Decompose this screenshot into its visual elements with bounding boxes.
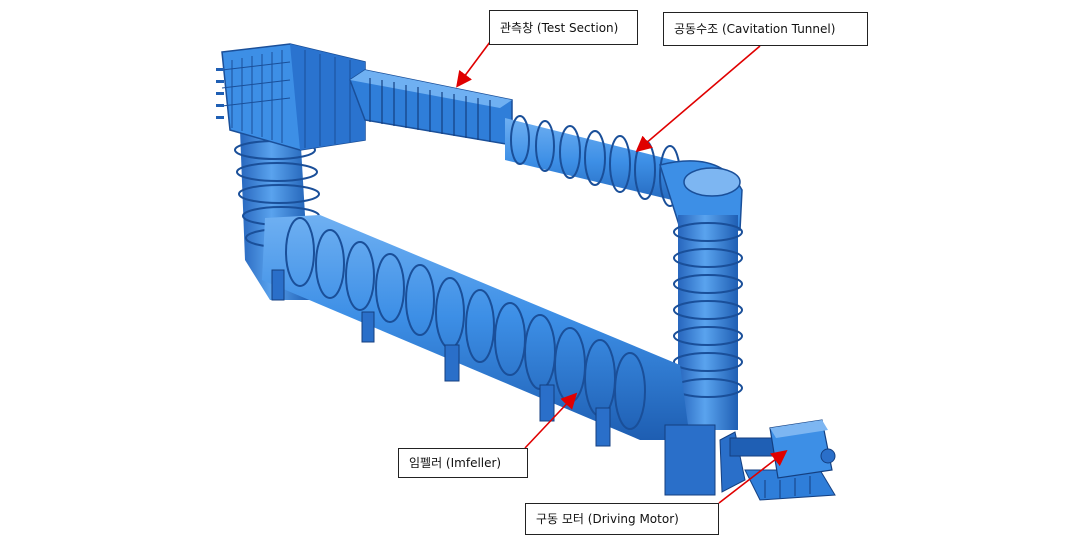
- driving-motor: [719, 419, 836, 501]
- label-cavitation-tunnel: 공동수조 (Cavitation Tunnel): [663, 12, 868, 46]
- right-top-elbow: [659, 160, 743, 231]
- label-driving-motor-text: 구동 모터 (Driving Motor): [536, 512, 679, 526]
- support-legs: [271, 269, 716, 496]
- bottom-horizontal-pipe: [262, 215, 690, 440]
- label-test-section-text: 관측창 (Test Section): [500, 20, 619, 35]
- arrow-impeller: [524, 392, 578, 449]
- label-cavitation-tunnel-text: 공동수조 (Cavitation Tunnel): [674, 22, 836, 36]
- label-impeller: 임펠러 (Imfeller): [398, 448, 528, 478]
- test-section: [349, 69, 513, 146]
- label-test-section: 관측창 (Test Section): [489, 10, 638, 45]
- label-driving-motor: 구동 모터 (Driving Motor): [525, 503, 719, 535]
- settling-chamber: [216, 43, 366, 151]
- label-impeller-text: 임펠러 (Imfeller): [409, 456, 502, 470]
- callout-arrows: [456, 41, 788, 504]
- arrow-test-section: [456, 41, 491, 88]
- arrow-cavitation-tunnel: [635, 45, 761, 153]
- arrow-driving-motor: [718, 450, 788, 504]
- right-vertical-pipe: [673, 215, 743, 430]
